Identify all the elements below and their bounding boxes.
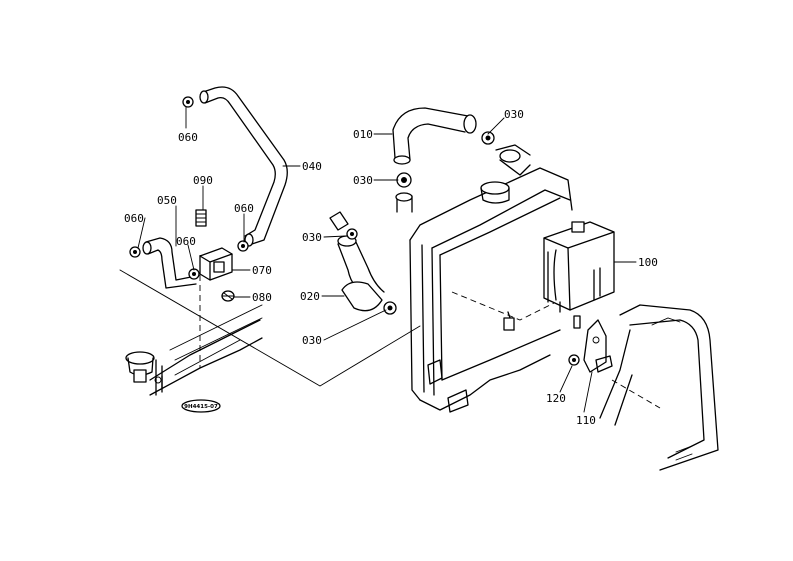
label-060-left: 060 bbox=[124, 212, 144, 225]
label-060-right: 060 bbox=[234, 202, 254, 215]
label-120: 120 bbox=[546, 392, 566, 405]
hose-040 bbox=[182, 86, 288, 247]
drawing-code: 9H4415-07 bbox=[184, 404, 218, 410]
label-110: 110 bbox=[576, 414, 596, 427]
hose-020 bbox=[329, 211, 397, 315]
label-100: 100 bbox=[638, 256, 658, 269]
label-050: 050 bbox=[157, 194, 177, 207]
hose-050 bbox=[129, 237, 197, 289]
label-040: 040 bbox=[302, 160, 322, 173]
hose-010 bbox=[392, 107, 495, 213]
part-labels: 060 040 090 050 060 060 060 070 080 010 … bbox=[124, 108, 658, 427]
drawing-code-stamp: 9H4415-07 bbox=[181, 399, 221, 413]
leader-lines bbox=[137, 106, 637, 413]
label-020: 020 bbox=[300, 290, 320, 303]
label-030-a: 030 bbox=[302, 231, 322, 244]
side-panel bbox=[599, 304, 719, 471]
label-060-mid: 060 bbox=[176, 235, 196, 248]
radiator-fragment-left bbox=[125, 304, 263, 396]
label-090: 090 bbox=[193, 174, 213, 187]
label-030-mid: 030 bbox=[353, 174, 373, 187]
label-070: 070 bbox=[252, 264, 272, 277]
valve-070 bbox=[188, 209, 249, 302]
reserve-tank-100 bbox=[543, 221, 615, 329]
bracket-110 bbox=[568, 319, 613, 373]
reference-line bbox=[119, 269, 421, 387]
label-060-top: 060 bbox=[178, 131, 198, 144]
label-080: 080 bbox=[252, 291, 272, 304]
label-030-top: 030 bbox=[504, 108, 524, 121]
label-030-b: 030 bbox=[302, 334, 322, 347]
radiator-main bbox=[409, 144, 573, 413]
label-010: 010 bbox=[353, 128, 373, 141]
